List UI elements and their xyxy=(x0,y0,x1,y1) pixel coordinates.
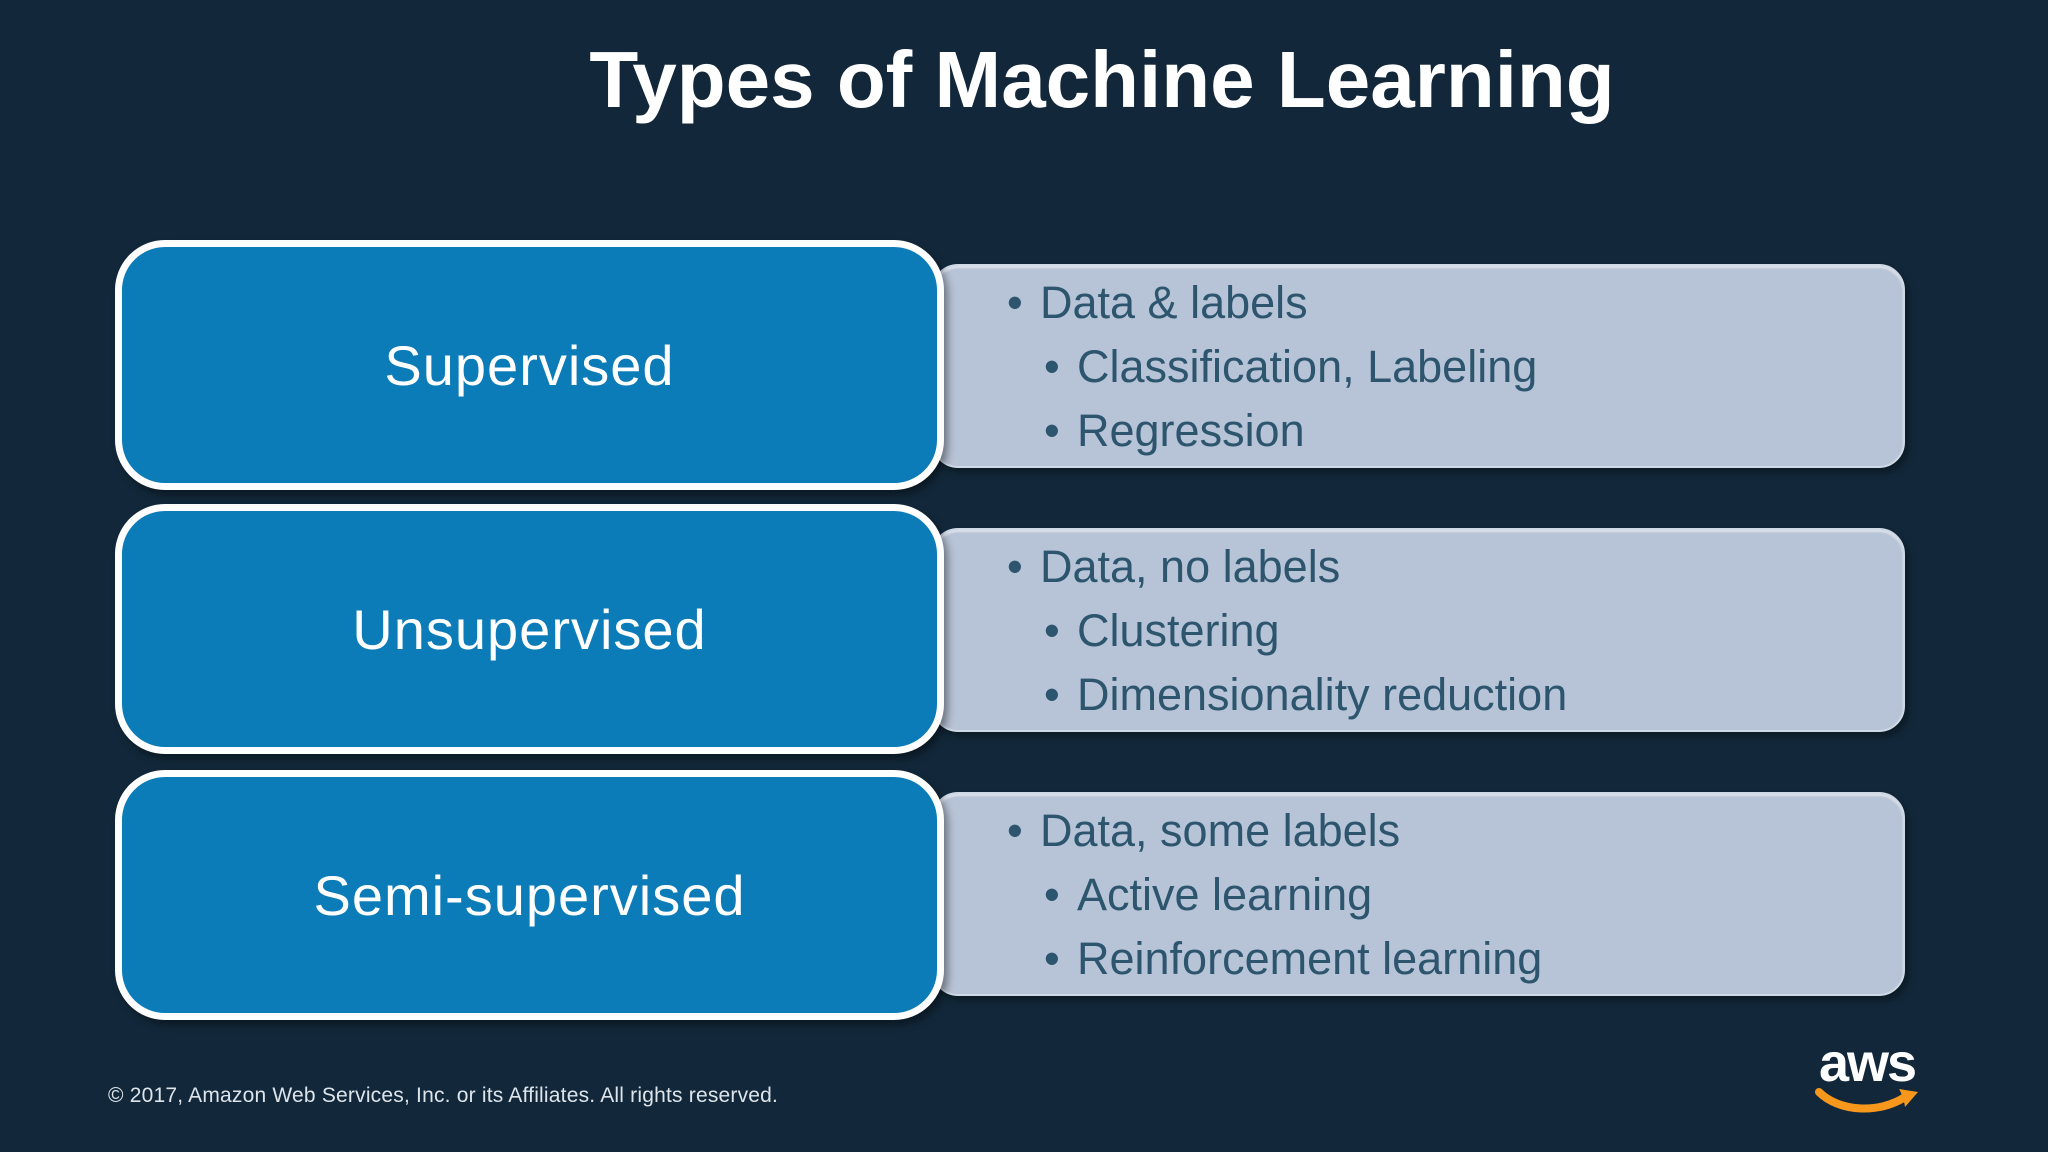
supervised-details-panel: Data & labels Classification, Labeling R… xyxy=(932,264,1905,468)
bullet-item: Active learning xyxy=(1007,863,1883,927)
aws-logo-text: aws xyxy=(1818,1033,1917,1093)
semi-supervised-details-panel: Data, some labels Active learning Reinfo… xyxy=(932,792,1905,996)
supervised-box-label: Supervised xyxy=(384,333,675,397)
semi-supervised-box: Semi-supervised xyxy=(115,770,944,1020)
unsupervised-box: Unsupervised xyxy=(115,504,944,754)
supervised-box: Supervised xyxy=(115,240,944,490)
bullet-item: Dimensionality reduction xyxy=(1007,663,1883,727)
aws-logo: aws xyxy=(1812,1033,1922,1122)
bullet-item: Classification, Labeling xyxy=(1007,335,1883,399)
copyright-text: © 2017, Amazon Web Services, Inc. or its… xyxy=(108,1084,779,1107)
unsupervised-bullet-list: Data, no labels Clustering Dimensionalit… xyxy=(1007,535,1883,727)
semi-supervised-box-label: Semi-supervised xyxy=(313,863,746,927)
bullet-item: Clustering xyxy=(1007,599,1883,663)
aws-smile-icon xyxy=(1815,1088,1918,1113)
semi-supervised-bullet-list: Data, some labels Active learning Reinfo… xyxy=(1007,799,1883,991)
supervised-bullet-list: Data & labels Classification, Labeling R… xyxy=(1007,271,1883,463)
bullet-item: Data & labels xyxy=(1007,271,1883,335)
bullet-item: Data, no labels xyxy=(1007,535,1883,599)
bullet-item: Data, some labels xyxy=(1007,799,1883,863)
unsupervised-box-label: Unsupervised xyxy=(352,597,707,661)
page-title: Types of Machine Learning xyxy=(0,34,2048,126)
page-title-text: Types of Machine Learning xyxy=(589,35,1615,124)
bullet-item: Regression xyxy=(1007,399,1883,463)
unsupervised-details-panel: Data, no labels Clustering Dimensionalit… xyxy=(932,528,1905,732)
bullet-item: Reinforcement learning xyxy=(1007,927,1883,991)
